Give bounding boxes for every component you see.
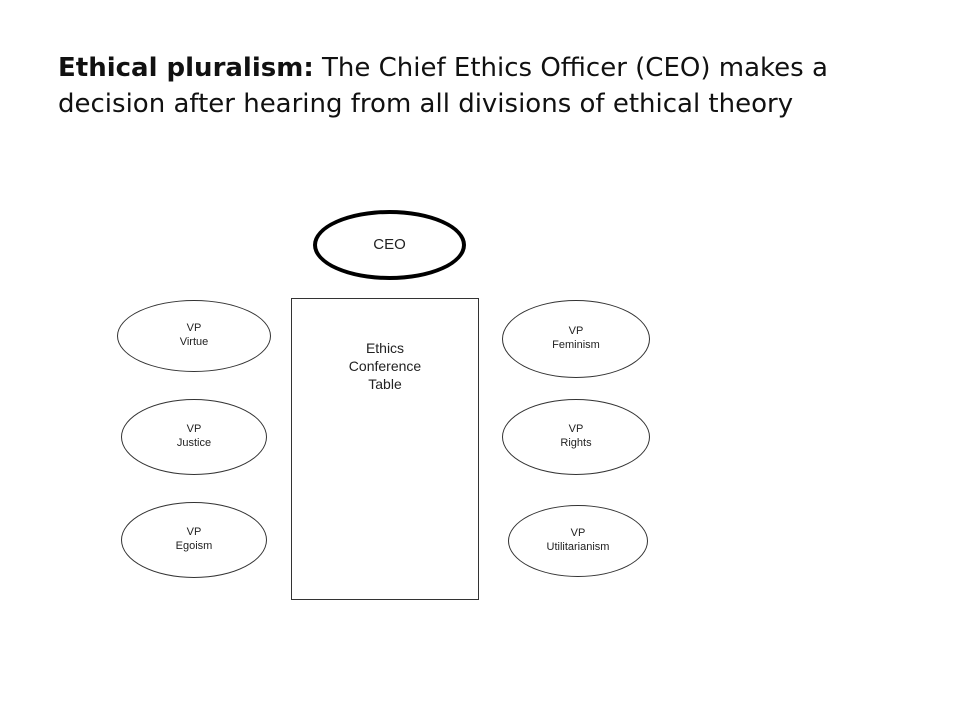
- ceo-label: CEO: [373, 235, 406, 253]
- ceo-node: CEO: [313, 210, 466, 280]
- conference-table: Ethics Conference Table: [291, 298, 479, 600]
- vp-feminism-node: VP Feminism: [502, 300, 650, 378]
- vp-egoism-node: VP Egoism: [121, 502, 267, 578]
- title-description: The Chief Ethics Officer (CEO) makes a d…: [58, 53, 828, 120]
- slide-title: Ethical pluralism: The Chief Ethics Offi…: [58, 50, 938, 123]
- vp-feminism-label: VP Feminism: [552, 325, 600, 351]
- vp-utilitarianism-node: VP Utilitarianism: [508, 505, 648, 577]
- vp-virtue-label: VP Virtue: [179, 322, 209, 348]
- vp-justice-node: VP Justice: [121, 399, 267, 475]
- vp-utilitarianism-label: VP Utilitarianism: [546, 527, 610, 553]
- vp-justice-label: VP Justice: [176, 423, 212, 449]
- vp-rights-node: VP Rights: [502, 399, 650, 475]
- conference-table-label: Ethics Conference Table: [348, 340, 422, 393]
- vp-egoism-label: VP Egoism: [175, 526, 213, 552]
- title-bold-term: Ethical pluralism:: [58, 53, 314, 83]
- vp-rights-label: VP Rights: [560, 423, 592, 449]
- vp-virtue-node: VP Virtue: [117, 300, 271, 372]
